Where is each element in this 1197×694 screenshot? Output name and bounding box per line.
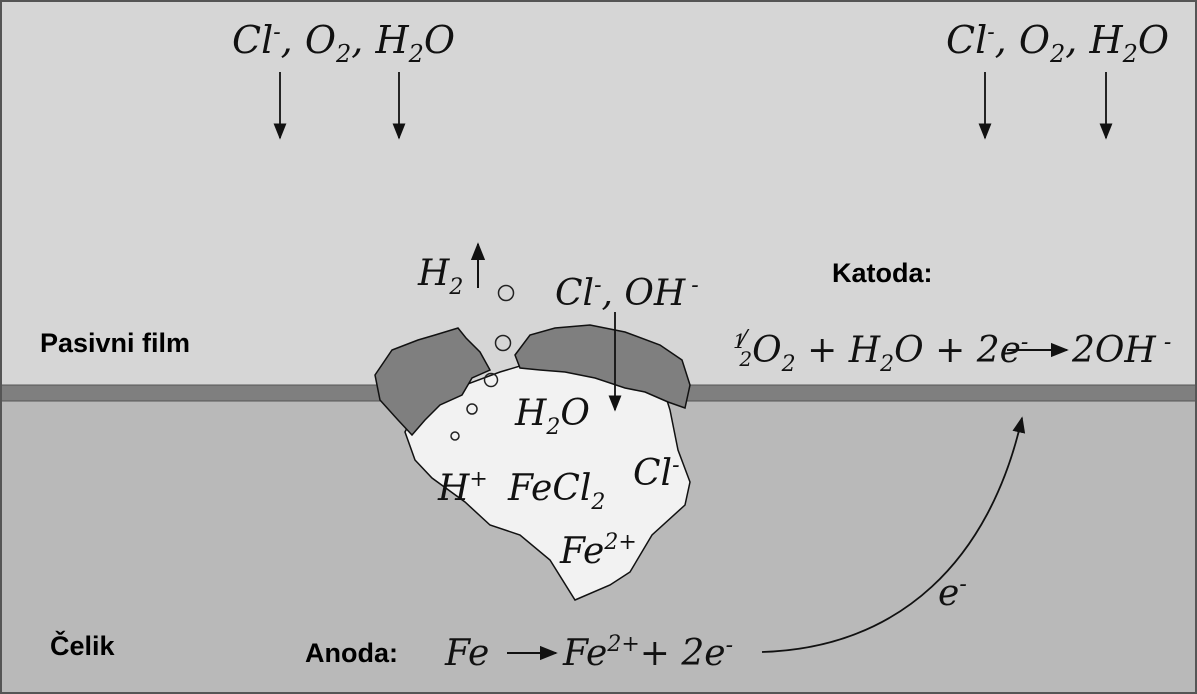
pit-ferrous-ion: Fe2+ — [559, 530, 637, 572]
cathode-product: 2OH- — [1071, 330, 1171, 371]
electron-label: e- — [938, 572, 967, 614]
hydrogen-bubbles — [450, 284, 515, 441]
anode-reactant: Fe — [444, 633, 489, 674]
steel-label: Čelik — [50, 630, 116, 661]
electron-flow-arrow — [761, 416, 1026, 653]
anode-label: Anoda: — [305, 638, 398, 668]
pit-inflow-label: Cl-, OH- — [555, 273, 699, 314]
top-left-species: Cl-, O2, H2O — [232, 18, 455, 68]
pit-chloride-ion: Cl- — [633, 453, 680, 494]
anode-product: Fe2++ 2e- — [562, 632, 733, 674]
cathode-label: Katoda: — [832, 258, 933, 288]
top-right-species: Cl-, O2, H2O — [946, 18, 1169, 68]
cathode-reaction: 1⁄2O2 + H2O + 2e- — [733, 327, 1028, 377]
hydrogen-label: H2 — [417, 253, 463, 300]
pit-hydrogen-ion: H+ — [437, 467, 488, 509]
film-fragment-left — [374, 327, 492, 437]
film-fragment-right — [514, 324, 691, 409]
passive-film-label: Pasivni film — [40, 328, 190, 358]
pit-water: H2O — [514, 393, 590, 440]
pit-ferrous-chloride: FeCl2 — [507, 468, 605, 515]
